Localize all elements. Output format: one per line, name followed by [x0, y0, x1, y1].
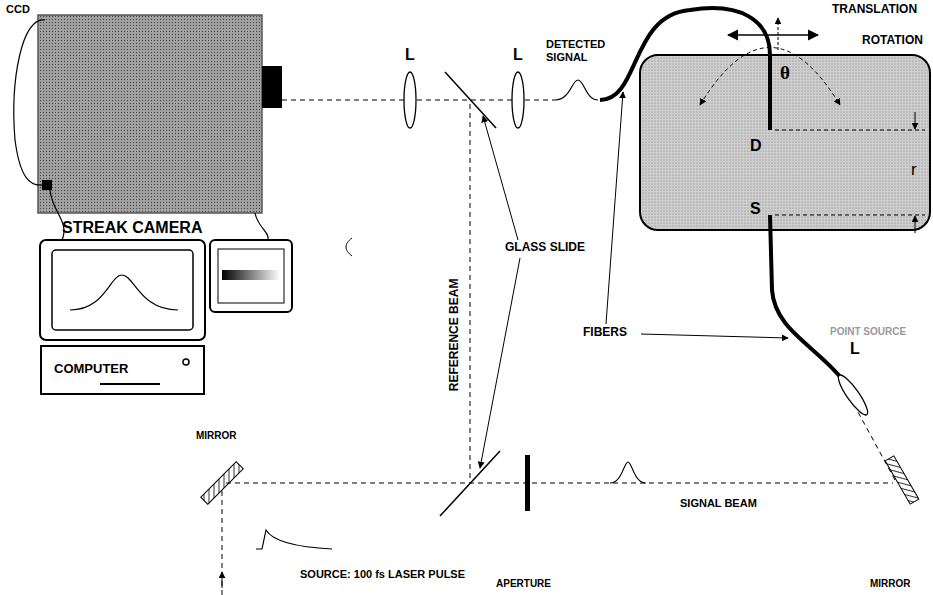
streak-image: [222, 270, 280, 280]
part-label: DETECTED SIGNAL: [546, 38, 616, 63]
streak-camera-box: STREAK CAMERA: [38, 15, 262, 213]
rotation-arc: [700, 48, 840, 106]
detector-fiber: [600, 8, 770, 130]
reference-beam-line: [470, 104, 471, 483]
source-arrow: [222, 572, 223, 588]
part-label: CCD: [6, 3, 30, 16]
distance-arrow: [915, 216, 916, 233]
part-label: MIRROR: [870, 578, 911, 590]
monitor-cable: [50, 190, 64, 240]
part-label: L: [405, 46, 415, 64]
node-label: COMPUTER: [54, 362, 128, 377]
source-beam: [222, 486, 223, 595]
glass-slide: [445, 72, 496, 128]
distance-line: [775, 215, 925, 216]
disk-slot: [100, 383, 160, 385]
source-fiber: [770, 215, 843, 380]
node-label: D: [750, 137, 762, 155]
leader-line: [483, 116, 518, 240]
signal-pulse: [610, 462, 646, 483]
part-label: FIBERS: [583, 326, 627, 340]
sample-tank: [640, 55, 930, 230]
computer-base: COMPUTER: [40, 345, 205, 395]
part-label: POINT SOURCE: [830, 326, 906, 338]
distance-line: [775, 130, 925, 131]
part-label: L: [513, 46, 523, 64]
ccd-chip: [42, 180, 52, 190]
lens: [404, 72, 416, 128]
part-label: GLASS SLIDE: [505, 241, 585, 255]
signal-beam-line: [226, 483, 893, 484]
part-label: APERTURE: [496, 578, 551, 590]
power-button: [183, 359, 189, 365]
sample-tank-box: θD S: [640, 55, 930, 230]
leader-line: [480, 258, 520, 468]
detected-pulse: [555, 80, 598, 100]
streak-camera-body: [38, 15, 262, 213]
reference-pulse: [346, 238, 352, 256]
signal-trace: [70, 275, 178, 310]
monitor-cable: [255, 213, 268, 240]
image-monitor: [210, 240, 292, 312]
monitor-screen: [52, 250, 193, 330]
part-label: r: [911, 160, 917, 180]
leader-line: [641, 334, 788, 338]
aperture: [525, 455, 530, 511]
leader-line: [606, 92, 623, 324]
distance-arrow: [915, 112, 916, 129]
part-label: MIRROR: [196, 430, 237, 442]
part-label: ROTATION: [862, 34, 923, 48]
camera-slit: [262, 66, 282, 108]
node-label: θ: [780, 62, 790, 84]
laser-pulse: [256, 530, 332, 549]
part-label: L: [850, 340, 860, 358]
monitor-screen: [218, 249, 284, 303]
node-label: STREAK CAMERA: [62, 219, 202, 237]
ccd-cable: [14, 20, 45, 185]
main-monitor: [40, 240, 205, 340]
signal-beam-line: [858, 412, 895, 480]
part-label: REFERENCE BEAM: [448, 279, 462, 392]
mirror: [885, 456, 919, 504]
lens: [834, 372, 871, 418]
translation-arrow: [778, 18, 779, 50]
lens: [512, 72, 524, 128]
translation-arrow: [728, 34, 818, 36]
part-label: SIGNAL BEAM: [680, 497, 757, 510]
part-label: TRANSLATION: [832, 3, 917, 17]
node-label: S: [750, 200, 761, 218]
part-label: SOURCE: 100 fs LASER PULSE: [300, 568, 465, 581]
